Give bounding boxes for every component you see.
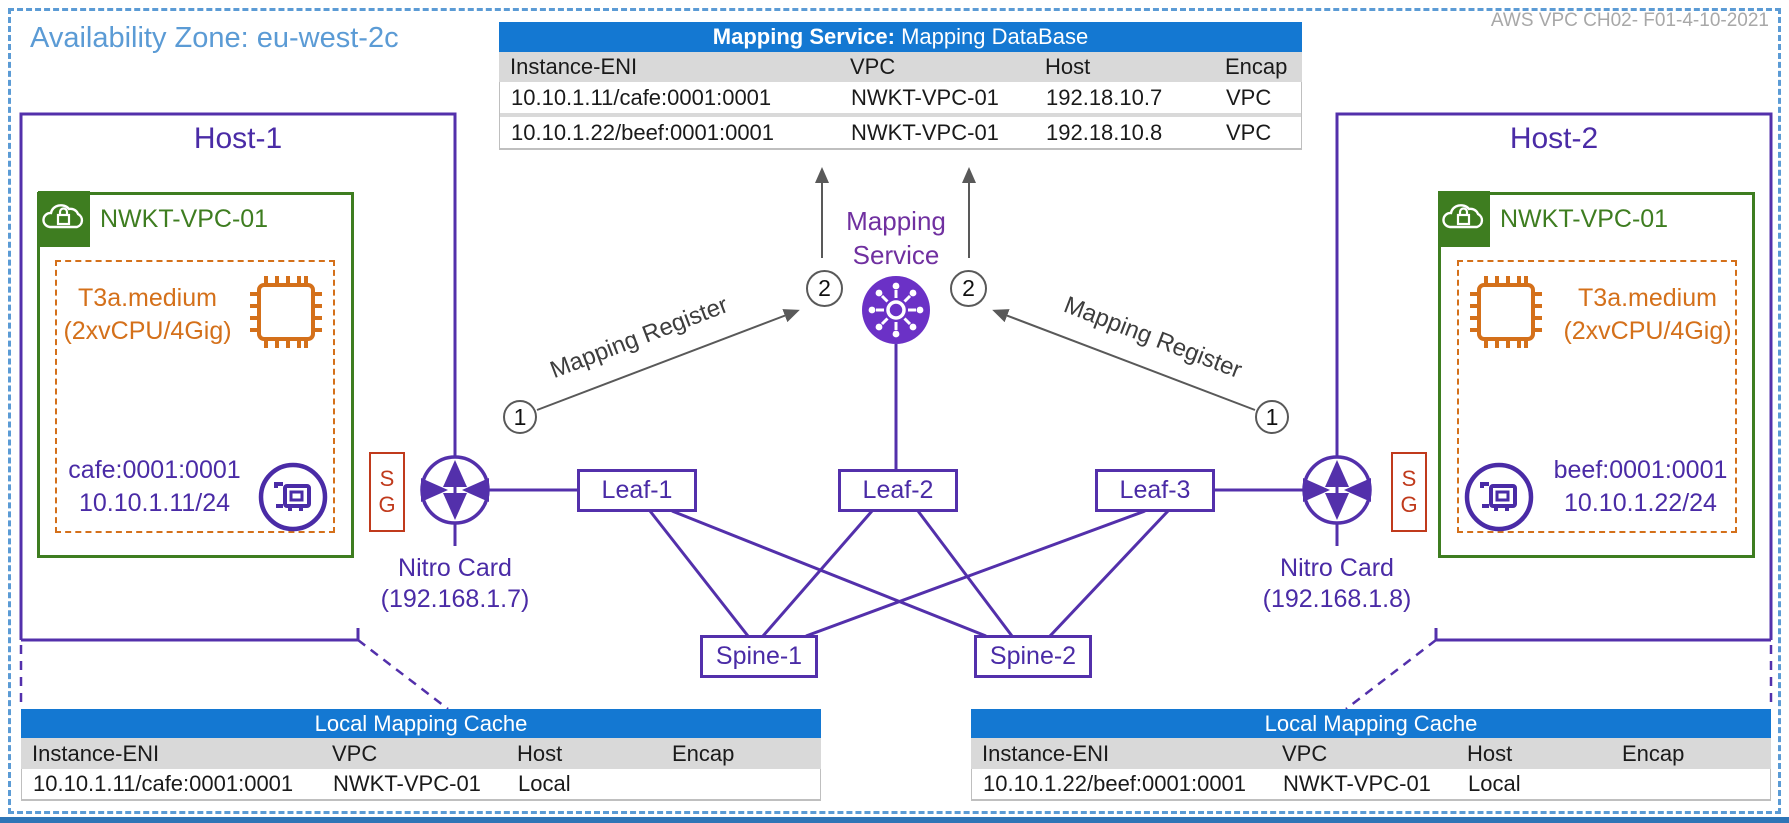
mapping-table-title-bold: Mapping Service: [712,24,895,49]
nitro-name: Nitro Card [1280,554,1394,582]
sg-letter: S [1401,466,1417,491]
mapping-service-line1: Mapping [846,206,946,236]
cell-host: Local [1468,771,1521,796]
column-header: Host [517,741,563,766]
column-header: VPC [850,54,896,79]
cell-vpc: NWKT-VPC-01 [851,120,999,145]
column-header: Host [1045,54,1091,79]
cache-table-header-row: Instance-ENI VPC Host Encap [21,738,821,769]
instance-spec-line: (2xvCPU/4Gig) [1563,317,1732,345]
availability-zone-title: Availability Zone: eu-west-2c [30,22,399,54]
host-1-eni-text: cafe:0001:0001 10.10.1.11/24 [42,454,267,520]
ip-line: 10.10.1.22/24 [1564,489,1717,517]
nitro-ip: (192.168.1.7) [380,585,530,613]
cache-table-title: Local Mapping Cache [21,709,821,738]
table-row: 10.10.1.22/beef:0001:0001 NWKT-VPC-01 Lo… [971,769,1771,801]
instance-spec-line: (2xvCPU/4Gig) [63,317,232,345]
table-row: 10.10.1.11/cafe:0001:0001 NWKT-VPC-01 Lo… [21,769,821,801]
leaf-1-box: Leaf-1 [577,469,697,512]
mapping-table-title: Mapping Service: Mapping DataBase [499,22,1302,52]
cell-host: Local [518,771,571,796]
column-header: Host [1467,741,1513,766]
column-header: VPC [332,741,378,766]
step-1-badge-left: 1 [503,400,537,434]
cell-encap [662,769,822,799]
cell-encap: VPC [1226,120,1272,145]
host-1-security-group: S G [369,452,405,532]
column-header: Instance-ENI [982,741,1110,766]
eni-line: beef:0001:0001 [1553,456,1728,484]
cell-host: 192.18.10.7 [1046,85,1163,110]
spine-2-box: Spine-2 [974,635,1092,678]
leaf-2-box: Leaf-2 [838,469,958,512]
host-2-eni-text: beef:0001:0001 10.10.1.22/24 [1528,454,1753,520]
step-2-badge-left: 2 [806,270,843,307]
ip-line: 10.10.1.11/24 [78,489,231,517]
cell-instance-eni: 10.10.1.11/cafe:0001:0001 [511,85,772,110]
cell-encap: VPC [1226,85,1272,110]
cache-table-header-row: Instance-ENI VPC Host Encap [971,738,1771,769]
step-2-badge-right: 2 [950,270,987,307]
sg-letter: G [378,492,396,517]
column-header: Instance-ENI [510,54,638,79]
instance-type-line: T3a.medium [1578,284,1717,312]
mapping-table-title-rest: Mapping DataBase [894,24,1089,49]
host-1-nitro-label: Nitro Card (192.168.1.7) [330,553,580,615]
mapping-service-line2: Service [852,240,940,270]
cell-instance-eni: 10.10.1.11/cafe:0001:0001 [33,771,294,796]
cell-vpc: NWKT-VPC-01 [1283,771,1431,796]
leaf-3-box: Leaf-3 [1095,469,1215,512]
cell-vpc: NWKT-VPC-01 [333,771,481,796]
cell-host: 192.18.10.8 [1046,120,1163,145]
column-header: Instance-ENI [32,741,160,766]
local-mapping-cache-table-host2: Local Mapping Cache Instance-ENI VPC Hos… [971,709,1771,801]
host-2-security-group: S G [1391,452,1427,532]
host-1-instance-type: T3a.medium (2xvCPU/4Gig) [40,282,255,348]
column-header: Encap [1622,741,1685,766]
host-2-nitro-label: Nitro Card (192.168.1.8) [1212,553,1462,615]
sg-letter: S [379,466,395,491]
sg-letter: G [1400,492,1418,517]
figure-caption: AWS VPC CH02- F01-4-10-2021 [1490,10,1769,31]
mapping-table-header-row: Instance-ENI VPC Host Encap [499,52,1302,82]
step-1-badge-right: 1 [1255,400,1289,434]
nitro-name: Nitro Card [398,554,512,582]
cache-table-title: Local Mapping Cache [971,709,1771,738]
host-2-vpc-name: NWKT-VPC-01 [1500,205,1669,233]
host-2-title: Host-2 [1509,122,1599,155]
cell-instance-eni: 10.10.1.22/beef:0001:0001 [511,120,775,145]
availability-zone-border [8,8,1781,814]
cell-encap [1612,769,1772,799]
column-header: Encap [1225,54,1288,79]
host-1-title: Host-1 [193,122,283,155]
table-row: 10.10.1.11/cafe:0001:0001 NWKT-VPC-01 19… [499,82,1302,113]
nitro-ip: (192.168.1.8) [1262,585,1412,613]
spine-1-box: Spine-1 [700,635,818,678]
cell-instance-eni: 10.10.1.22/beef:0001:0001 [983,771,1247,796]
eni-line: cafe:0001:0001 [68,456,241,484]
host-1-vpc-name: NWKT-VPC-01 [100,205,269,233]
mapping-database-table: Mapping Service: Mapping DataBase Instan… [499,22,1302,150]
mapping-service-label: Mapping Service [796,204,996,272]
column-header: Encap [672,741,735,766]
instance-type-line: T3a.medium [78,284,217,312]
host-2-instance-type: T3a.medium (2xvCPU/4Gig) [1540,282,1755,348]
bottom-rule [0,817,1789,823]
table-row: 10.10.1.22/beef:0001:0001 NWKT-VPC-01 19… [499,117,1302,150]
cell-vpc: NWKT-VPC-01 [851,85,999,110]
local-mapping-cache-table-host1: Local Mapping Cache Instance-ENI VPC Hos… [21,709,821,801]
column-header: VPC [1282,741,1328,766]
row-separator [499,113,1302,117]
